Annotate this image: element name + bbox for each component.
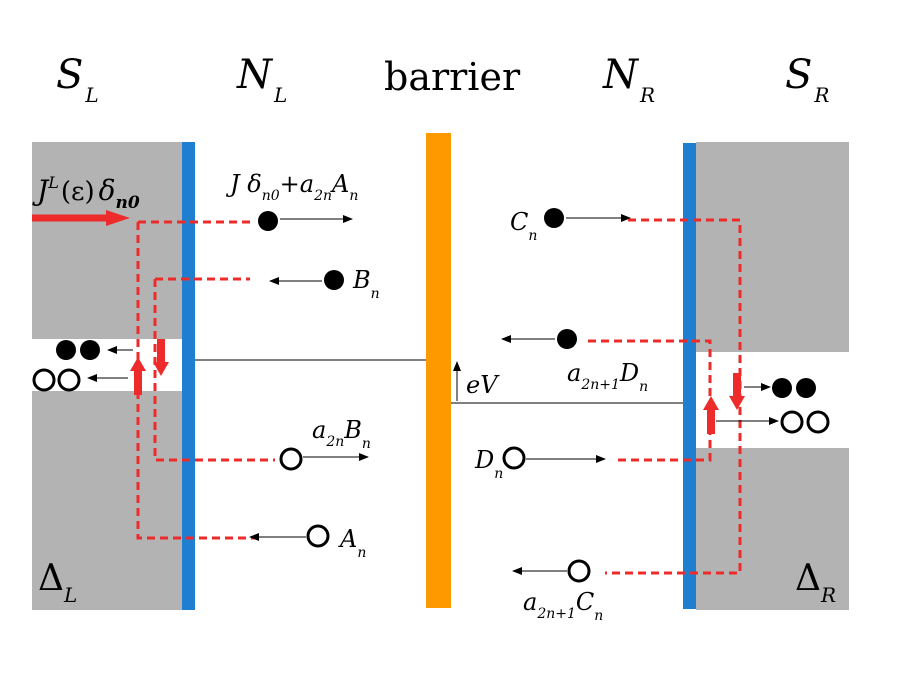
left-interface	[182, 142, 195, 610]
left-superconductor-lower	[32, 391, 182, 610]
hole-D	[502, 446, 526, 470]
label-Bn: Bn	[352, 266, 380, 302]
electron-B	[324, 270, 344, 290]
hole-a2n1Cn	[567, 559, 591, 583]
incoming-arrow-head	[106, 210, 130, 226]
label-a2nBn: a2nBn	[312, 416, 371, 452]
left-red-down-head	[153, 362, 169, 376]
label-delta-R: ΔR	[795, 558, 836, 607]
left-electron-pair-1	[56, 340, 76, 360]
right-red-down-shaft	[733, 373, 741, 398]
header-barrier: barrier	[384, 55, 521, 99]
right-superconductor-lower	[696, 448, 849, 610]
path-left-inner	[153, 277, 275, 462]
electron-C	[544, 208, 564, 228]
left-red-up-head	[130, 357, 146, 371]
left-superconductor-upper	[32, 142, 182, 339]
label-Dn: Dn	[474, 446, 503, 482]
label-a2n1Cn: a2n+1Cn	[523, 588, 603, 624]
label-top-left: J δn0+a2nAn	[225, 170, 358, 204]
right-electron-pair-2	[796, 378, 816, 398]
right-red-down-head	[729, 396, 745, 410]
right-interface	[683, 143, 696, 609]
right-red-up-shaft	[707, 408, 715, 434]
label-Cn: Cn	[510, 208, 537, 244]
label-incoming: JL(ε)δn0	[32, 173, 140, 213]
right-hole-pair-2	[806, 410, 830, 434]
right-red-up-head	[703, 396, 719, 410]
left-hole-pair-1	[32, 368, 56, 392]
left-electron-pair-2	[80, 340, 100, 360]
label-An: An	[338, 525, 366, 561]
left-hole-pair-2	[57, 368, 81, 392]
hole-A	[306, 524, 330, 548]
left-red-down-shaft	[157, 339, 165, 364]
label-eV: eV	[466, 371, 500, 399]
right-hole-pair-1	[780, 410, 804, 434]
barrier-wall	[426, 133, 451, 608]
label-a2n1Dn: a2n+1Dn	[567, 359, 648, 395]
hole-a2nBn	[279, 447, 303, 471]
path-left-outer	[136, 220, 255, 540]
right-electron-pair-1	[772, 378, 792, 398]
electron-top-left	[258, 211, 278, 231]
right-superconductor-upper	[696, 142, 849, 352]
path-right-inner	[588, 339, 712, 462]
label-delta-L: ΔL	[38, 558, 77, 607]
electron-a2n1Dn	[557, 329, 577, 349]
left-red-up-shaft	[134, 369, 142, 395]
